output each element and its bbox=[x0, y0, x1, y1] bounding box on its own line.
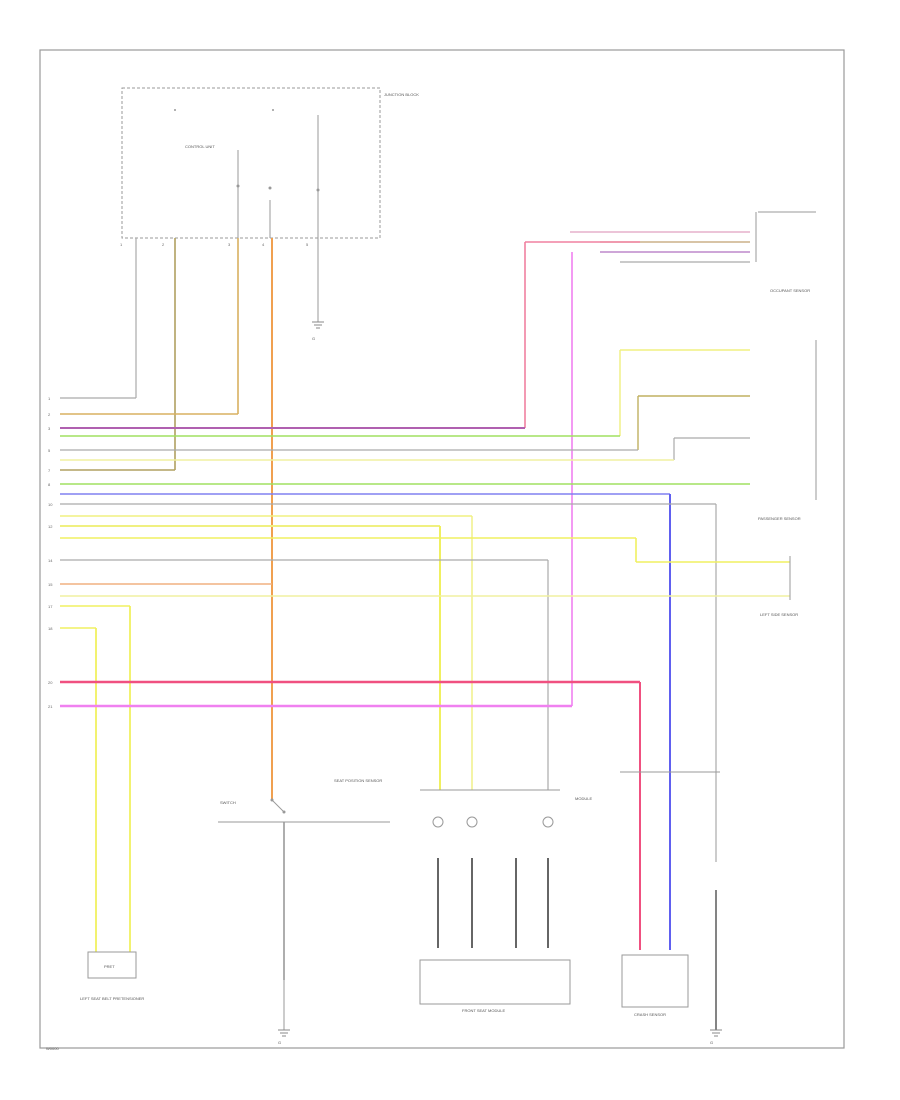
left-side-sensor-label: LEFT SIDE SENSOR bbox=[760, 612, 798, 617]
ground-top-label: G bbox=[312, 336, 315, 341]
svg-text:10: 10 bbox=[48, 502, 53, 507]
crash-sensor: CRASH SENSOR bbox=[620, 771, 720, 1030]
switch-note-label: SWITCH bbox=[220, 800, 236, 805]
svg-text:3: 3 bbox=[228, 242, 231, 247]
control-unit-label: CONTROL UNIT bbox=[185, 144, 215, 149]
svg-text:4: 4 bbox=[262, 242, 265, 247]
svg-text:20: 20 bbox=[48, 680, 53, 685]
crash-sensor-label: CRASH SENSOR bbox=[634, 1012, 666, 1017]
occupant-sensor-connector: OCCUPANT SENSOR bbox=[570, 211, 816, 293]
svg-text:1: 1 bbox=[48, 396, 51, 401]
ground-bottom-left-label: G bbox=[278, 1040, 281, 1045]
left-side-sensor: LEFT SIDE SENSOR bbox=[760, 556, 798, 617]
svg-text:7: 7 bbox=[48, 468, 51, 473]
svg-text:2: 2 bbox=[162, 242, 165, 247]
front-seat-module-label: FRONT SEAT MODULE bbox=[462, 1008, 505, 1013]
svg-text:5: 5 bbox=[48, 448, 51, 453]
svg-text:5: 5 bbox=[306, 242, 309, 247]
left-pretensioner-box-label: PRET bbox=[104, 964, 115, 969]
diagram-frame bbox=[39, 49, 845, 1049]
seat-position-sensor: SWITCH SEAT POSITION SENSOR bbox=[218, 778, 390, 980]
passenger-sensor-area: PASSENGER SENSOR bbox=[619, 340, 817, 521]
svg-text:21: 21 bbox=[48, 704, 53, 709]
module-block-label: MODULE bbox=[575, 796, 592, 801]
svg-text:2: 2 bbox=[48, 412, 51, 417]
svg-text:12: 12 bbox=[48, 524, 53, 529]
svg-text:17: 17 bbox=[48, 604, 53, 609]
seat-position-sensor-label: SEAT POSITION SENSOR bbox=[334, 778, 382, 783]
svg-text:15: 15 bbox=[48, 582, 53, 587]
svg-text:8: 8 bbox=[48, 482, 51, 487]
svg-text:18: 18 bbox=[48, 626, 53, 631]
ground-top: G bbox=[312, 238, 324, 341]
svg-text:1: 1 bbox=[120, 242, 123, 247]
passenger-sensor-label: PASSENGER SENSOR bbox=[758, 516, 801, 521]
footer-code: W0000 bbox=[46, 1046, 59, 1051]
junction-block-module: JUNCTION BLOCK CONTROL UNIT 1 2 3 4 5 bbox=[120, 87, 419, 247]
left-pretensioner: PRET LEFT SEAT BELT PRETENSIONER bbox=[80, 951, 144, 1001]
junction-block-label: JUNCTION BLOCK bbox=[384, 92, 419, 97]
ground-bottom-right: G bbox=[710, 1029, 722, 1045]
module-block: MODULE FRONT SEAT MODULE bbox=[419, 789, 592, 1013]
ground-bottom-left: G bbox=[278, 980, 290, 1045]
left-pretensioner-label: LEFT SEAT BELT PRETENSIONER bbox=[80, 996, 144, 1001]
ground-bottom-right-label: G bbox=[710, 1040, 713, 1045]
svg-text:14: 14 bbox=[48, 558, 53, 563]
occupant-sensor-label: OCCUPANT SENSOR bbox=[770, 288, 810, 293]
svg-text:3: 3 bbox=[48, 426, 51, 431]
